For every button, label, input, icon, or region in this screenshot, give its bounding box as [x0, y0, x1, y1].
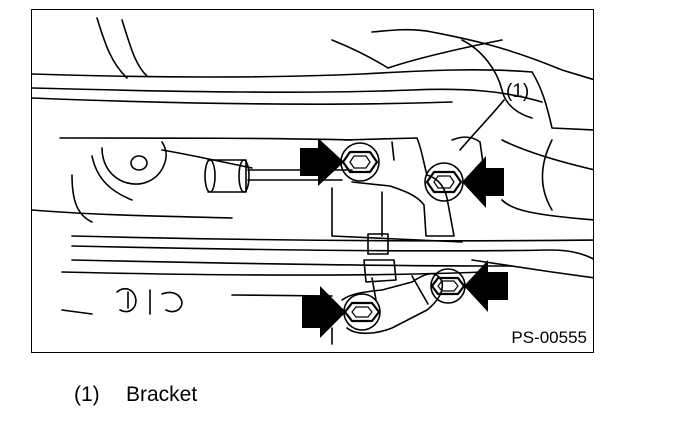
upper-panel [32, 17, 593, 131]
callout-leader [459, 99, 505, 151]
hex-bolt-icon [343, 293, 381, 331]
hex-bolt-icon [424, 162, 464, 202]
hex-bolt-icon [340, 142, 380, 182]
legend-number: (1) [74, 383, 100, 406]
arrow-right-icon [300, 138, 344, 186]
hex-bolt-icon [430, 268, 466, 304]
lower-rail [61, 233, 593, 315]
legend-label: Bracket [126, 383, 198, 406]
arrow-right-icon [302, 286, 346, 338]
legend-item: (1) Bracket [74, 383, 197, 407]
line-drawing [32, 17, 593, 345]
diagram-frame: (1) PS-00555 [31, 9, 594, 353]
frame-rail [32, 137, 593, 243]
arrow-left-icon [464, 260, 508, 312]
lower-bracket [331, 272, 444, 345]
figure-code: PS-00555 [511, 328, 587, 347]
arrow-left-icon [462, 156, 504, 208]
callout-label: (1) [506, 81, 530, 102]
